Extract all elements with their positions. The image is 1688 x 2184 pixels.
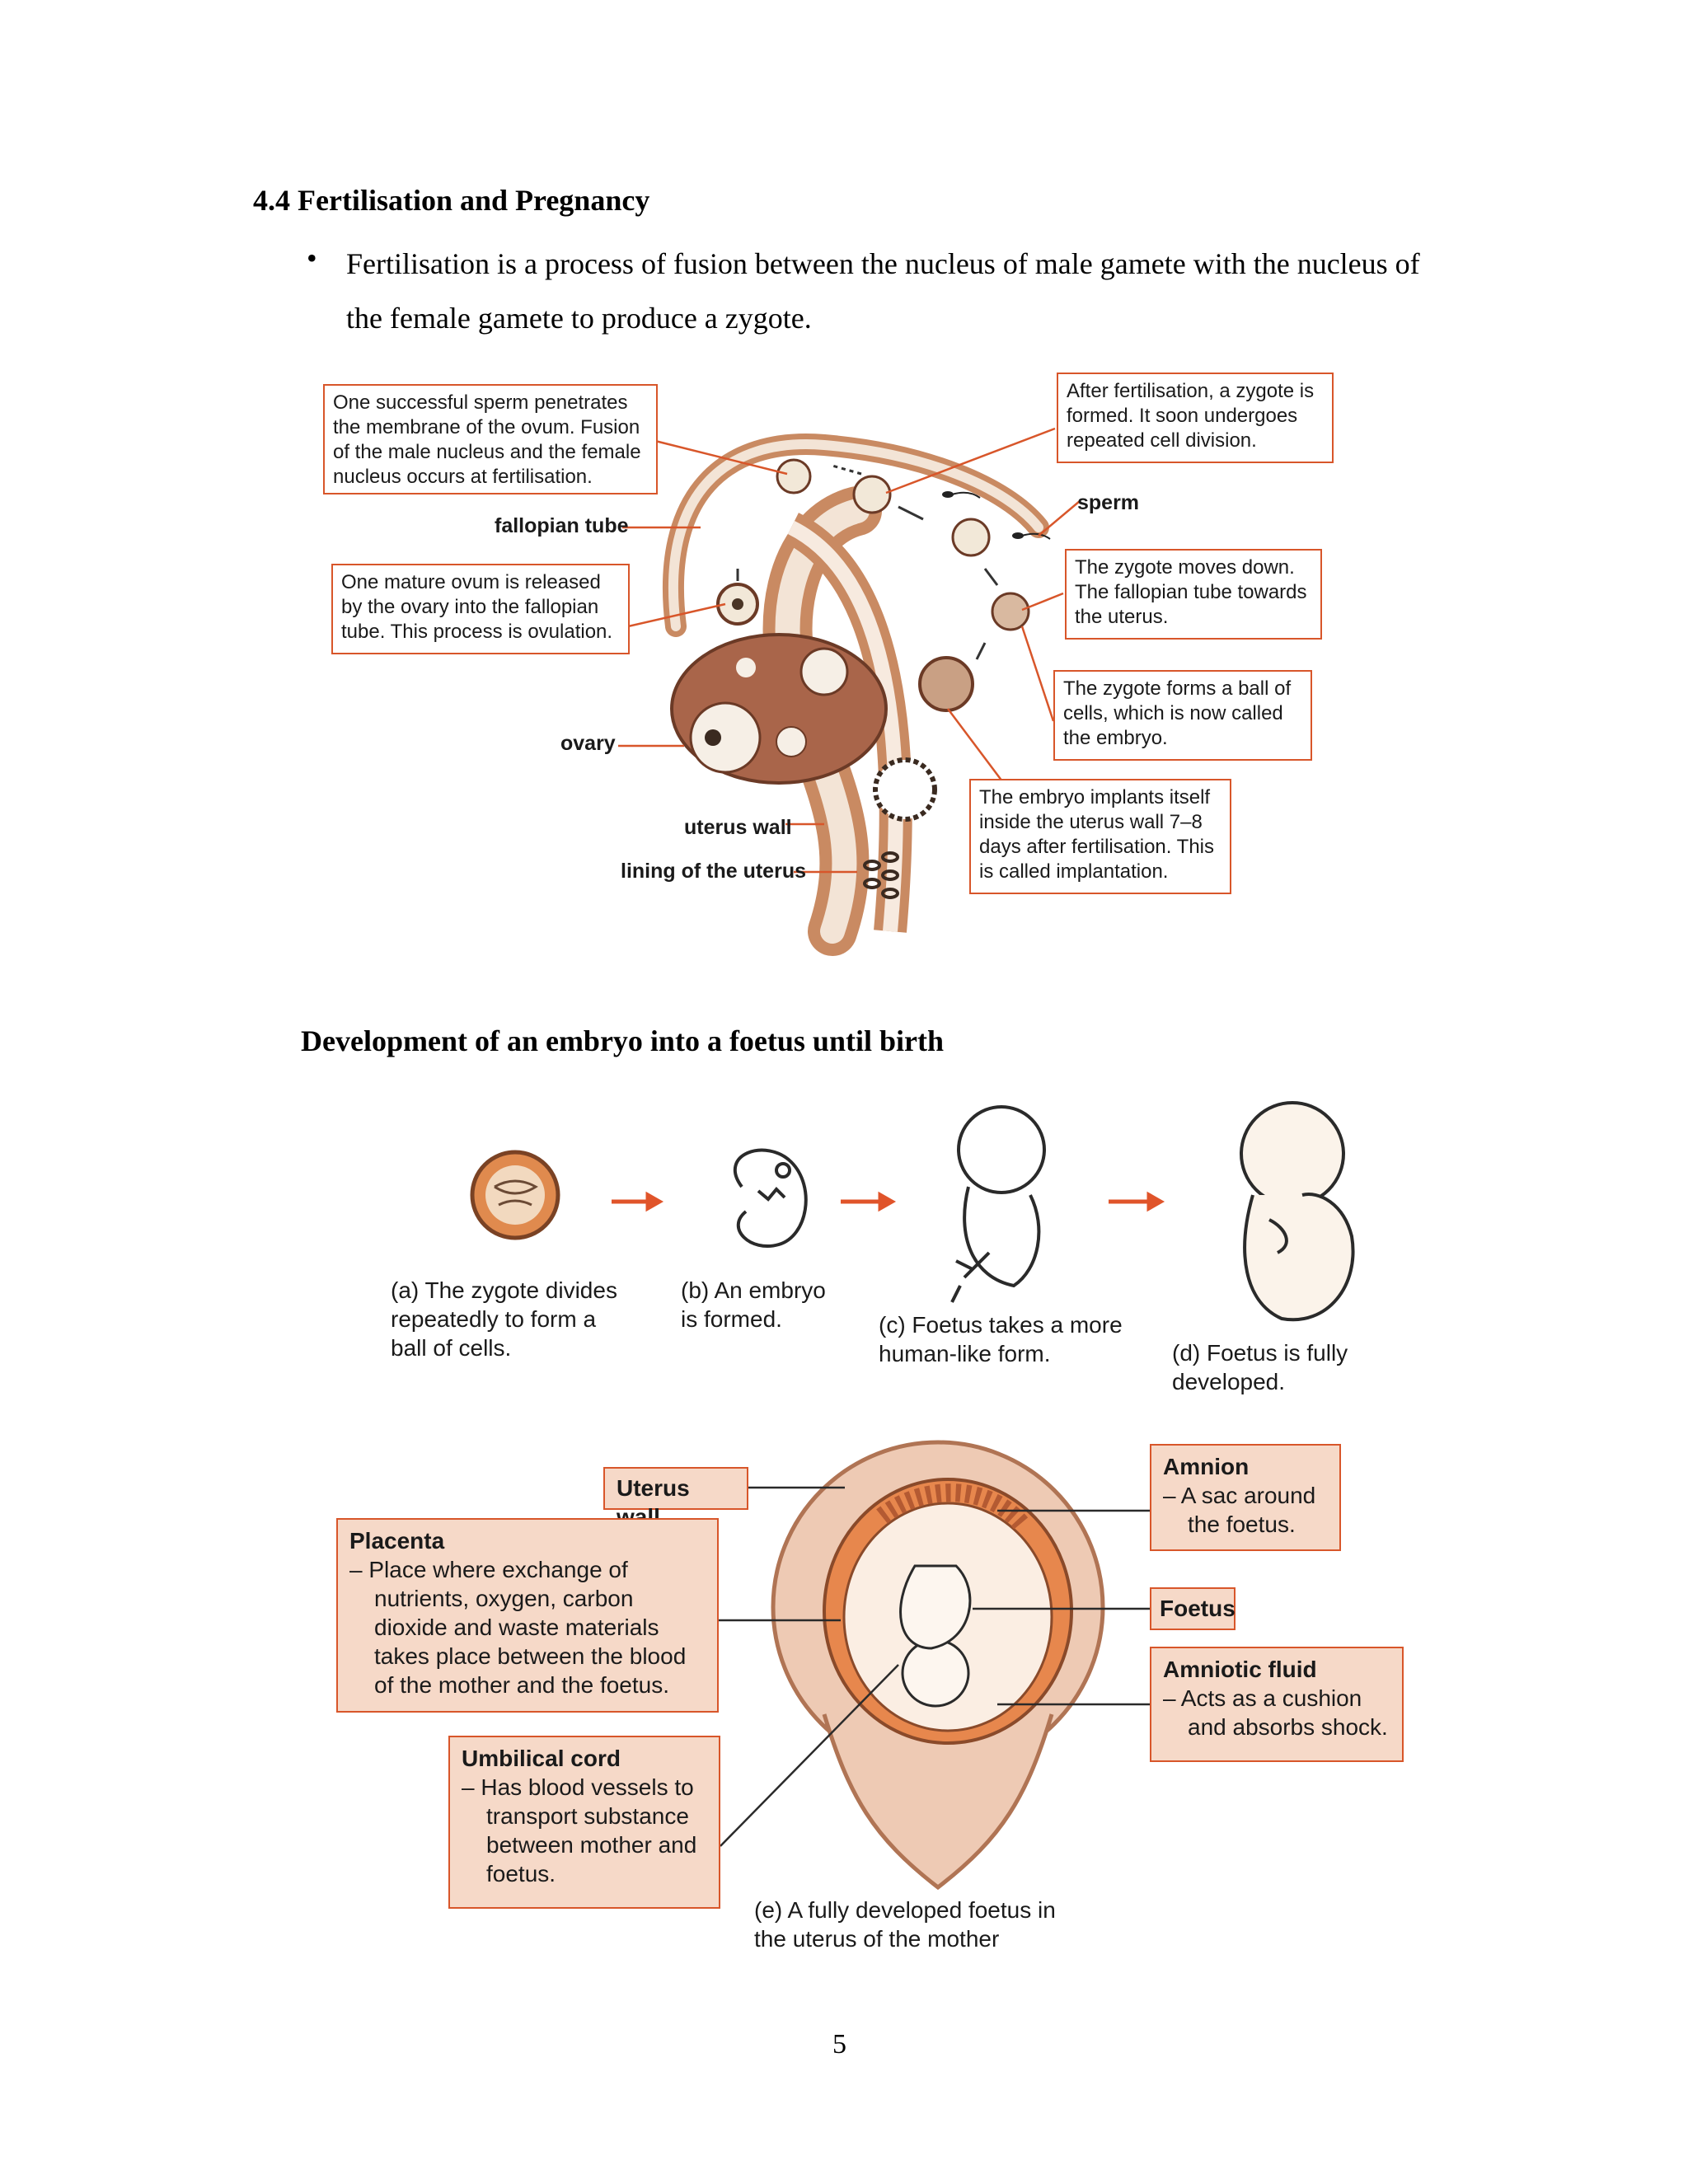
caption-ball-of-cells: The zygote forms a ball of cells, which … [1053, 670, 1312, 761]
leader-lines-e [719, 1486, 1150, 1847]
uterus-lining [863, 851, 899, 899]
amniotic-fluid-box: Amniotic fluid – Acts as a cushion and a… [1150, 1647, 1404, 1762]
stage-arrow [841, 1191, 897, 1212]
bullet-text: Fertilisation is a process of fusion bet… [346, 247, 1420, 335]
placenta-title: Placenta [349, 1528, 445, 1554]
caption-stage-b: (b) An embryo is formed. [681, 1277, 826, 1332]
ball-of-cells-drawing [470, 1150, 560, 1240]
direction-arrows [736, 464, 999, 660]
caption-sperm-penetrates: One successful sperm penetrates the memb… [323, 384, 658, 494]
amnion-text: – A sac around the foetus. [1163, 1483, 1316, 1537]
caption-stage-e: (e) A fully developed foetus in the uter… [754, 1897, 1056, 1952]
amnion-box: Amnion – A sac around the foetus. [1150, 1444, 1341, 1551]
umbilical-cord-text: – Has blood vessels to transport substan… [462, 1774, 697, 1886]
page-title: 4.4 Fertilisation and Pregnancy [253, 184, 650, 217]
page-number: 5 [832, 2029, 846, 2060]
ovary-shape [670, 633, 888, 785]
amnion-title: Amnion [1163, 1454, 1250, 1479]
placenta-box: Placenta – Place where exchange of nutri… [336, 1518, 719, 1713]
label-ovary: ovary [560, 732, 616, 755]
caption-implantation: The embryo implants itself inside the ut… [969, 779, 1231, 894]
embryo-drawing [734, 1148, 808, 1248]
caption-zygote-formed: After fertilisation, a zygote is formed.… [1057, 373, 1334, 463]
label-uterus-wall: uterus wall [684, 816, 792, 839]
umbilical-cord-title: Umbilical cord [462, 1746, 621, 1771]
amniotic-fluid-title: Amniotic fluid [1163, 1657, 1317, 1682]
zygote-stages [776, 458, 1030, 822]
placenta-text: – Place where exchange of nutrients, oxy… [349, 1557, 687, 1698]
caption-stage-c: (c) Foetus takes a more human-like form. [879, 1312, 1123, 1366]
caption-stage-d: (d) Foetus is fully developed. [1172, 1340, 1348, 1394]
foetus-drawing-d [1240, 1101, 1355, 1322]
foetus-drawing-c [950, 1105, 1046, 1303]
umbilical-cord-box: Umbilical cord – Has blood vessels to tr… [448, 1736, 720, 1909]
label-sperm: sperm [1077, 491, 1140, 514]
section-title: Development of an embryo into a foetus u… [301, 1024, 944, 1057]
caption-stage-a: (a) The zygote divides repeatedly to for… [391, 1277, 617, 1361]
stage-arrow [1109, 1191, 1165, 1212]
foetus-box: Foetus [1150, 1587, 1236, 1630]
sperm-shapes [942, 491, 1051, 540]
caption-ovulation: One mature ovum is released by the ovary… [331, 564, 630, 654]
uterus-with-foetus-drawing [771, 1440, 1105, 1891]
amniotic-fluid-text: – Acts as a cushion and absorbs shock. [1163, 1685, 1388, 1740]
caption-zygote-moves: The zygote moves down. The fallopian tub… [1065, 549, 1322, 640]
bullet-marker: • [307, 241, 317, 274]
label-fallopian-tube: fallopian tube [495, 514, 629, 537]
label-uterus-wall-box: Uterus wall [603, 1467, 748, 1530]
stage-arrow [612, 1191, 664, 1212]
label-lining-of-uterus: lining of the uterus [621, 860, 806, 883]
